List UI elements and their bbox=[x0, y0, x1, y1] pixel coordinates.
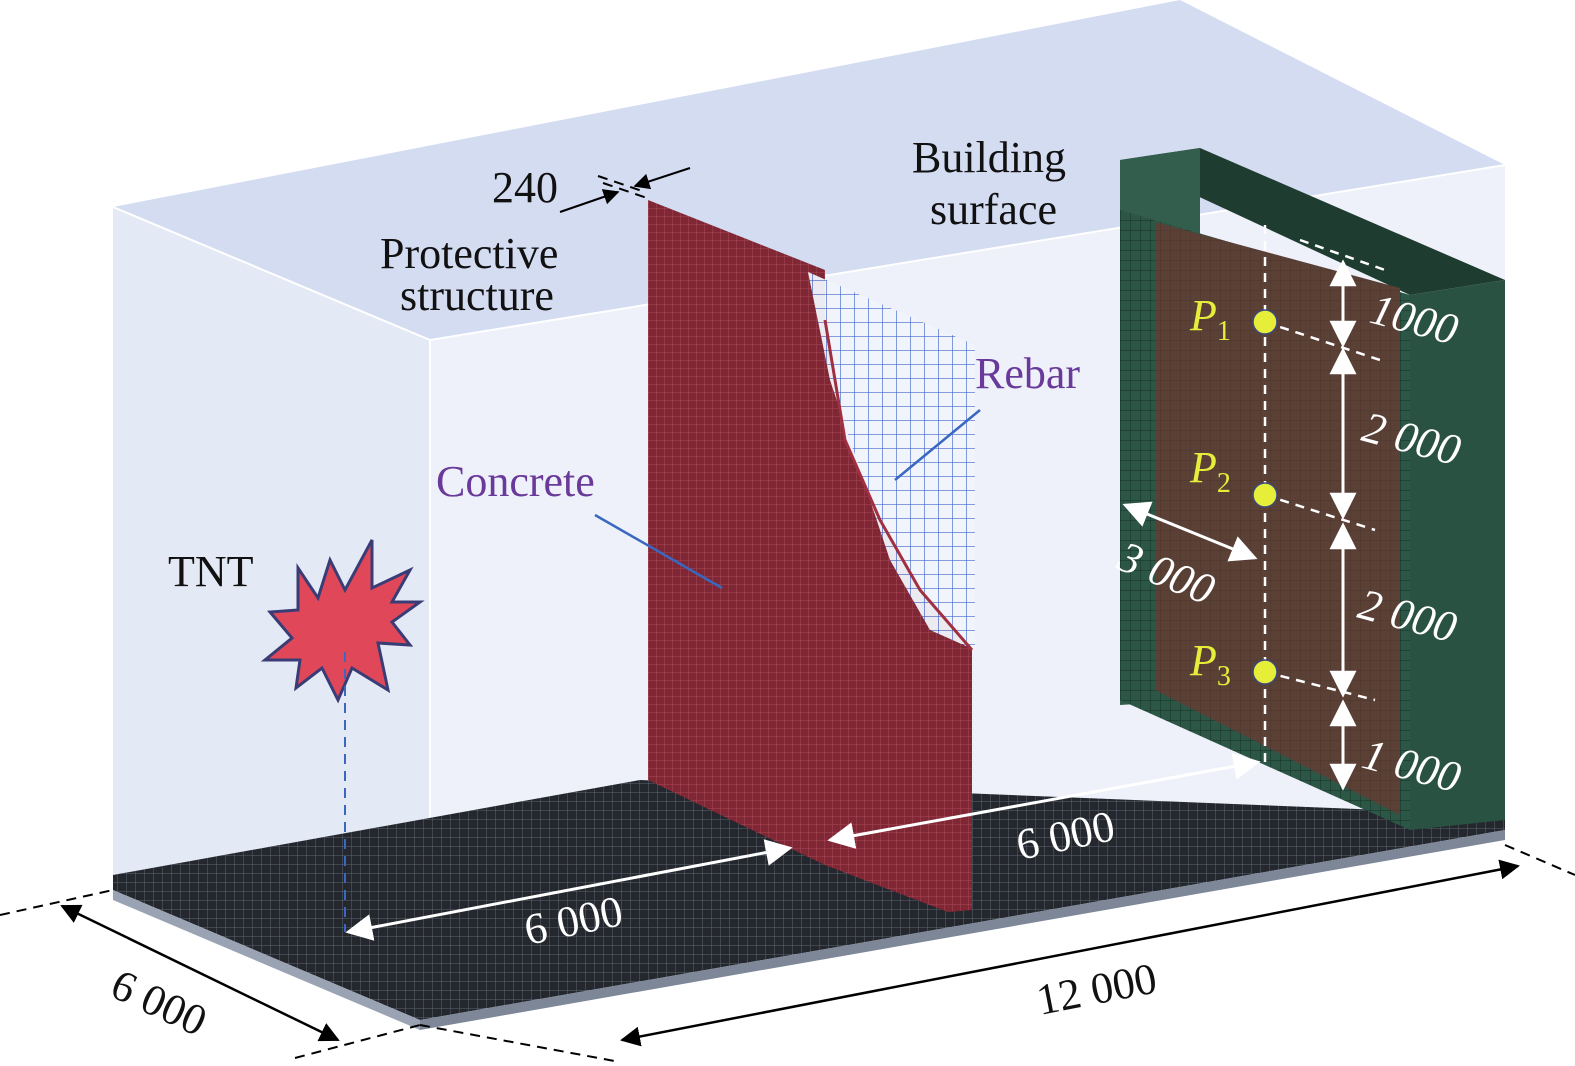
building-top bbox=[1120, 148, 1505, 295]
building-surface-label-2: surface bbox=[930, 185, 1057, 234]
plan-dimension-arrows bbox=[60, 501, 1520, 1047]
tnt-label: TNT bbox=[168, 547, 254, 596]
extension-lines bbox=[0, 175, 1575, 1063]
point-label-p3: P3 bbox=[1189, 636, 1231, 692]
point-marker-p1 bbox=[1252, 309, 1278, 335]
rebar-label: Rebar bbox=[975, 349, 1080, 398]
building-surface-label-1: Building bbox=[912, 133, 1066, 182]
point-label-p1: P1 bbox=[1189, 291, 1231, 347]
material-labels: Rebar Concrete bbox=[436, 349, 1080, 506]
leader-lines bbox=[594, 409, 981, 590]
tnt-charge bbox=[260, 539, 425, 932]
point-marker-p3 bbox=[1252, 659, 1278, 685]
protective-structure-label-1: Protective bbox=[380, 229, 558, 278]
point-marker-p2 bbox=[1252, 482, 1278, 508]
rebar-mesh bbox=[808, 272, 975, 650]
domain-length-label: 12 000 bbox=[1033, 954, 1161, 1025]
thickness-callout bbox=[559, 167, 691, 213]
concrete-wall bbox=[648, 200, 972, 912]
tnt-burst-icon bbox=[260, 539, 425, 704]
protective-structure-label-2: structure bbox=[400, 271, 554, 320]
thickness-label: 240 bbox=[492, 163, 558, 212]
air-domain-top-face bbox=[113, 0, 1505, 340]
air-domain-left-face bbox=[113, 207, 430, 880]
point-labels: P1 P2 P3 bbox=[1189, 291, 1231, 692]
concrete-label: Concrete bbox=[436, 457, 595, 506]
point-label-p2: P2 bbox=[1189, 443, 1231, 499]
measurement-points bbox=[1252, 309, 1278, 685]
building-right bbox=[1410, 280, 1505, 830]
protective-wall bbox=[648, 200, 975, 912]
